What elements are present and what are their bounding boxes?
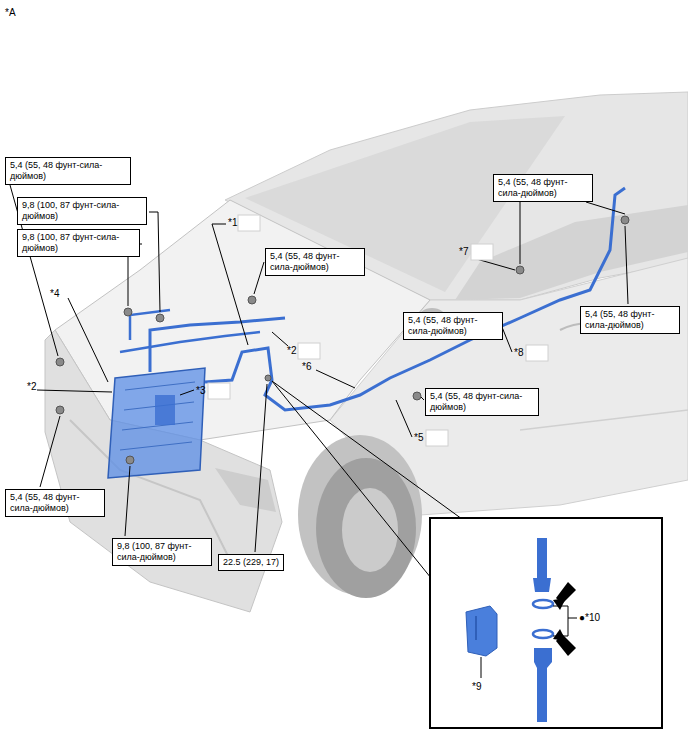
bolts-part bbox=[516, 266, 524, 274]
callout-number: *2 bbox=[287, 346, 296, 356]
condenser-and-pipes-part bbox=[120, 382, 195, 450]
leader-lines-part bbox=[272, 332, 288, 346]
callout-number: ●*10 bbox=[579, 613, 600, 623]
bolts-part bbox=[413, 392, 421, 400]
detail-inset-part bbox=[475, 616, 477, 640]
torque-value: 22.5 (229, 17) bbox=[223, 557, 279, 568]
detail-inset-part bbox=[533, 630, 553, 638]
car-body-part bbox=[215, 468, 276, 512]
detail-inset-part bbox=[553, 598, 566, 610]
bolts-part bbox=[156, 314, 164, 322]
detail-inset-part bbox=[553, 606, 577, 636]
leader-lines-part bbox=[254, 262, 264, 294]
condenser-and-pipes-part bbox=[155, 395, 175, 425]
callout-number: *5 bbox=[414, 433, 423, 443]
callout-number: *6 bbox=[302, 362, 311, 372]
leader-lines-part bbox=[180, 390, 194, 395]
callout-number: *2 bbox=[27, 382, 36, 392]
leader-lines-part bbox=[316, 370, 355, 388]
torque-spec-box: 22.5 (229, 17) bbox=[218, 554, 284, 571]
leader-lines-part bbox=[68, 298, 108, 382]
leader-lines-part bbox=[37, 390, 112, 392]
torque-spec-box: 5,4 (55, 48 фунт-сила-дюймов) bbox=[493, 174, 593, 202]
condenser-and-pipes-part bbox=[150, 318, 285, 372]
detail-inset-part bbox=[466, 606, 497, 656]
torque-spec-box: 9,8 (100, 87 фунт-сила-дюймов) bbox=[112, 538, 212, 566]
detail-inset-part bbox=[553, 629, 566, 641]
torque-value: 5,4 (55, 48 фунт-сила-дюймов) bbox=[430, 391, 534, 413]
condenser-and-pipes-part bbox=[205, 188, 625, 410]
callout-tag-boxes-part bbox=[471, 244, 493, 260]
callout-tag-boxes-part bbox=[426, 430, 448, 446]
callout-tag-boxes bbox=[208, 215, 548, 446]
callout-number: *9 bbox=[472, 682, 481, 692]
detail-inset bbox=[272, 381, 662, 728]
torque-spec-box: 9,8 (100, 87 фунт-сила-дюймов) bbox=[17, 197, 147, 225]
view-label: *A bbox=[5, 8, 16, 18]
callout-tag-boxes-part bbox=[298, 343, 320, 359]
torque-spec-box: 5,4 (55, 48 фунт-сила-дюймов) bbox=[5, 157, 131, 185]
detail-inset-part bbox=[537, 538, 547, 578]
car-body-part bbox=[225, 92, 688, 300]
torque-spec-box: 5,4 (55, 48 фунт-сила-дюймов) bbox=[5, 489, 105, 517]
callout-tag-boxes-part bbox=[238, 215, 260, 231]
leader-lines-part bbox=[625, 226, 628, 304]
callout-number: *8 bbox=[514, 348, 523, 358]
torque-value: 9,8 (100, 87 фунт-сила-дюймов) bbox=[22, 232, 135, 254]
bolts-part bbox=[265, 375, 271, 381]
torque-spec-box: 5,4 (55, 48 фунт-сила-дюймов) bbox=[425, 388, 539, 416]
bolts-part bbox=[126, 456, 134, 464]
condenser-and-pipes-part bbox=[108, 368, 205, 478]
torque-value: 5,4 (55, 48 фунт-сила-дюймов) bbox=[10, 160, 126, 182]
torque-spec-box: 5,4 (55, 48 фунт-сила-дюймов) bbox=[403, 312, 503, 340]
detail-inset-part bbox=[533, 578, 551, 592]
torque-spec-box: 9,8 (100, 87 фунт-сила-дюймов) bbox=[17, 229, 140, 257]
callout-number: *4 bbox=[50, 289, 59, 299]
callout-number: *7 bbox=[459, 247, 468, 257]
bolts bbox=[56, 216, 629, 464]
bolts-part bbox=[248, 296, 256, 304]
leader-lines-part bbox=[125, 466, 130, 536]
torque-value: 5,4 (55, 48 фунт-сила-дюймов) bbox=[270, 251, 360, 273]
detail-inset-part bbox=[481, 657, 482, 678]
leader-lines-part bbox=[586, 202, 625, 214]
bolts-part bbox=[56, 358, 64, 366]
callout-tag-boxes-part bbox=[208, 383, 230, 399]
torque-spec-box: 5,4 (55, 48 фунт-сила-дюймов) bbox=[580, 306, 680, 334]
detail-inset-part bbox=[533, 600, 553, 608]
torque-value: 9,8 (100, 87 фунт-сила-дюймов) bbox=[117, 541, 207, 563]
bolts-part bbox=[621, 216, 629, 224]
car-body-part bbox=[342, 488, 398, 572]
leader-lines-part bbox=[421, 397, 424, 400]
leader-lines-part bbox=[40, 416, 60, 487]
detail-inset-part bbox=[430, 518, 662, 728]
callout-tag-boxes-part bbox=[526, 345, 548, 361]
condenser-and-pipes bbox=[108, 188, 625, 478]
bolts-part bbox=[56, 406, 64, 414]
torque-value: 5,4 (55, 48 фунт-сила-дюймов) bbox=[10, 492, 100, 514]
torque-value: 5,4 (55, 48 фунт-сила-дюймов) bbox=[498, 177, 588, 199]
leader-lines-part bbox=[396, 400, 412, 437]
car-body-part bbox=[520, 410, 688, 430]
callout-number: *1 bbox=[228, 218, 237, 228]
leader-lines-part bbox=[212, 224, 248, 345]
callout-number: *3 bbox=[196, 386, 205, 396]
torque-value: 5,4 (55, 48 фунт-сила-дюймов) bbox=[585, 309, 675, 331]
condenser-and-pipes-part bbox=[130, 310, 170, 340]
torque-value: 9,8 (100, 87 фунт-сила-дюймов) bbox=[22, 200, 142, 222]
detail-inset-part bbox=[534, 648, 552, 722]
torque-spec-box: 5,4 (55, 48 фунт-сила-дюймов) bbox=[265, 248, 365, 276]
torque-value: 5,4 (55, 48 фунт-сила-дюймов) bbox=[408, 315, 498, 337]
bolts-part bbox=[124, 308, 132, 316]
leader-lines-part bbox=[149, 212, 160, 312]
car-body-part bbox=[316, 458, 416, 598]
car-body-part bbox=[455, 205, 688, 300]
leader-lines-part bbox=[520, 202, 521, 264]
condenser-and-pipes-part bbox=[120, 332, 260, 352]
leader-lines-part bbox=[255, 384, 267, 552]
